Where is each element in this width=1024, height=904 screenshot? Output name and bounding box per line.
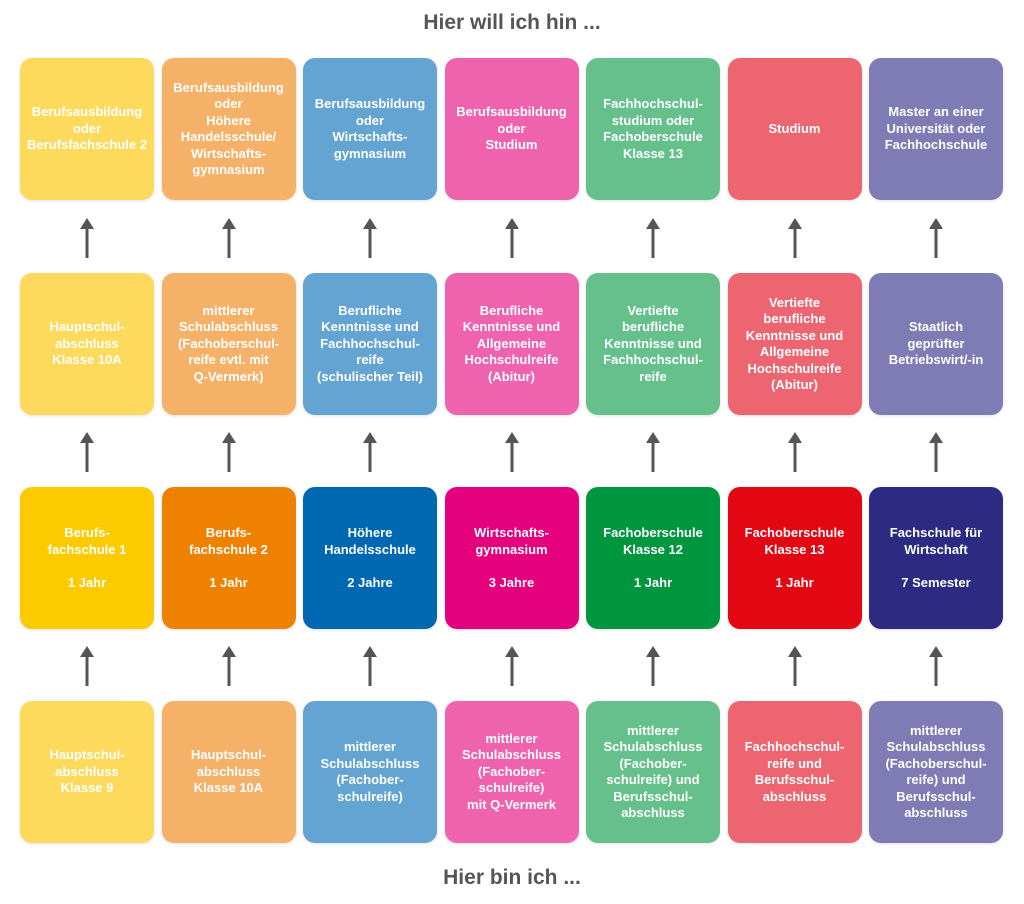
box-label: Berufliche Kenntnisse und Allgemeine Hoc… xyxy=(462,302,561,384)
box-label: Berufsausbildung oder Höhere Handelsschu… xyxy=(173,79,284,178)
qualifications-box: Berufliche Kenntnisse und Allgemeine Hoc… xyxy=(444,273,579,415)
qualifications-box: Vertiefte berufliche Kenntnisse und Fach… xyxy=(586,273,720,415)
box-label: Fachoberschule Klasse 12 1 Jahr xyxy=(603,525,703,590)
up-arrow-icon xyxy=(20,218,154,258)
school-types-box: Fachoberschule Klasse 13 1 Jahr xyxy=(727,487,862,629)
box-label: Hauptschul- abschluss Klasse 10A xyxy=(190,747,267,796)
up-arrow-icon xyxy=(586,432,720,472)
box-label: Studium xyxy=(768,120,821,136)
prerequisites-box: Hauptschul- abschluss Klasse 10A xyxy=(161,701,296,843)
qualifications-box: Berufliche Kenntnisse und Fachhochschul-… xyxy=(303,273,437,415)
row-school-types: Berufs- fachschule 1 1 Jahr Berufs- fachs… xyxy=(20,487,1003,629)
bottom-heading: Hier bin ich ... xyxy=(443,866,581,889)
up-arrow-icon xyxy=(20,646,154,686)
up-arrow-icon xyxy=(303,218,437,258)
up-arrow-icon xyxy=(303,432,437,472)
box-label: Berufsausbildung oder Wirtschafts- gymna… xyxy=(314,96,426,161)
prerequisites-box: mittlerer Schulabschluss (Fachober- schu… xyxy=(444,701,579,843)
box-label: mittlerer Schulabschluss (Fachober- schu… xyxy=(320,739,420,804)
box-label: Berufs- fachschule 1 1 Jahr xyxy=(47,525,127,590)
arrow-row xyxy=(20,432,1003,472)
box-label: Fachoberschule Klasse 13 1 Jahr xyxy=(744,525,845,590)
arrow-row xyxy=(20,646,1003,686)
box-label: Hauptschul- abschluss Klasse 10A xyxy=(49,319,125,368)
row-prerequisites: Hauptschul- abschluss Klasse 9 Hauptschul… xyxy=(20,701,1003,843)
prerequisites-box: Hauptschul- abschluss Klasse 9 xyxy=(20,701,154,843)
up-arrow-icon xyxy=(869,432,1003,472)
qualifications-box: Staatlich geprüfter Betriebswirt/-in xyxy=(869,273,1003,415)
up-arrow-icon xyxy=(162,646,296,686)
box-label: mittlerer Schulabschluss (Fachoberschul-… xyxy=(177,302,280,384)
up-arrow-icon xyxy=(728,432,862,472)
prerequisites-box: mittlerer Schulabschluss (Fachoberschul-… xyxy=(869,701,1003,843)
goals-box: Berufsausbildung oder Berufsfachschule 2 xyxy=(20,58,154,200)
box-label: Hauptschul- abschluss Klasse 9 xyxy=(49,747,125,796)
goals-box: Berufsausbildung oder Höhere Handelsschu… xyxy=(161,58,296,200)
up-arrow-icon xyxy=(586,646,720,686)
up-arrow-icon xyxy=(728,218,862,258)
school-types-box: Höhere Handelsschule 2 Jahre xyxy=(303,487,437,629)
goals-box: Master an einer Universität oder Fachhoc… xyxy=(869,58,1003,200)
goals-box: Berufsausbildung oder Wirtschafts- gymna… xyxy=(303,58,437,200)
arrow-row xyxy=(20,218,1003,258)
box-label: Vertiefte berufliche Kenntnisse und Allg… xyxy=(745,294,844,393)
school-types-box: Berufs- fachschule 2 1 Jahr xyxy=(161,487,296,629)
box-label: Berufs- fachschule 2 1 Jahr xyxy=(189,525,268,590)
box-label: Berufliche Kenntnisse und Fachhochschul-… xyxy=(317,302,423,384)
qualifications-box: mittlerer Schulabschluss (Fachoberschul-… xyxy=(161,273,296,415)
up-arrow-icon xyxy=(869,218,1003,258)
up-arrow-icon xyxy=(162,432,296,472)
prerequisites-box: mittlerer Schulabschluss (Fachober- schu… xyxy=(303,701,437,843)
row-qualifications: Hauptschul- abschluss Klasse 10A mittlere… xyxy=(20,273,1003,415)
prerequisites-box: Fachhochschul- reife und Berufsschul- ab… xyxy=(727,701,862,843)
box-label: Staatlich geprüfter Betriebswirt/-in xyxy=(888,319,984,368)
box-label: Fachhochschul- studium oder Fachoberschu… xyxy=(603,96,703,161)
box-label: Berufsausbildung oder Berufsfachschule 2 xyxy=(27,104,147,153)
school-types-box: Fachoberschule Klasse 12 1 Jahr xyxy=(586,487,720,629)
goals-box: Berufsausbildung oder Studium xyxy=(444,58,579,200)
box-label: Höhere Handelsschule 2 Jahre xyxy=(324,525,416,590)
box-label: Fachschule für Wirtschaft 7 Semester xyxy=(889,525,983,590)
box-label: mittlerer Schulabschluss (Fachober- schu… xyxy=(603,722,703,821)
up-arrow-icon xyxy=(445,218,579,258)
box-label: Master an einer Universität oder Fachhoc… xyxy=(884,104,988,153)
box-label: mittlerer Schulabschluss (Fachober- schu… xyxy=(462,730,561,812)
box-label: Berufsausbildung oder Studium xyxy=(456,104,567,153)
up-arrow-icon xyxy=(586,218,720,258)
up-arrow-icon xyxy=(20,432,154,472)
top-heading: Hier will ich hin ... xyxy=(423,11,601,34)
qualifications-box: Hauptschul- abschluss Klasse 10A xyxy=(20,273,154,415)
up-arrow-icon xyxy=(445,432,579,472)
box-label: mittlerer Schulabschluss (Fachoberschul-… xyxy=(885,722,987,821)
school-types-box: Wirtschafts- gymnasium 3 Jahre xyxy=(444,487,579,629)
up-arrow-icon xyxy=(728,646,862,686)
school-types-box: Fachschule für Wirtschaft 7 Semester xyxy=(869,487,1003,629)
prerequisites-box: mittlerer Schulabschluss (Fachober- schu… xyxy=(586,701,720,843)
goals-box: Studium xyxy=(727,58,862,200)
qualifications-box: Vertiefte berufliche Kenntnisse und Allg… xyxy=(727,273,862,415)
box-label: Wirtschafts- gymnasium 3 Jahre xyxy=(473,525,549,590)
goals-box: Fachhochschul- studium oder Fachoberschu… xyxy=(586,58,720,200)
up-arrow-icon xyxy=(445,646,579,686)
box-label: Fachhochschul- reife und Berufsschul- ab… xyxy=(744,739,845,804)
box-label: Vertiefte berufliche Kenntnisse und Fach… xyxy=(603,302,703,384)
up-arrow-icon xyxy=(869,646,1003,686)
row-goals: Berufsausbildung oder Berufsfachschule 2… xyxy=(20,58,1003,200)
school-types-box: Berufs- fachschule 1 1 Jahr xyxy=(20,487,154,629)
up-arrow-icon xyxy=(303,646,437,686)
up-arrow-icon xyxy=(162,218,296,258)
